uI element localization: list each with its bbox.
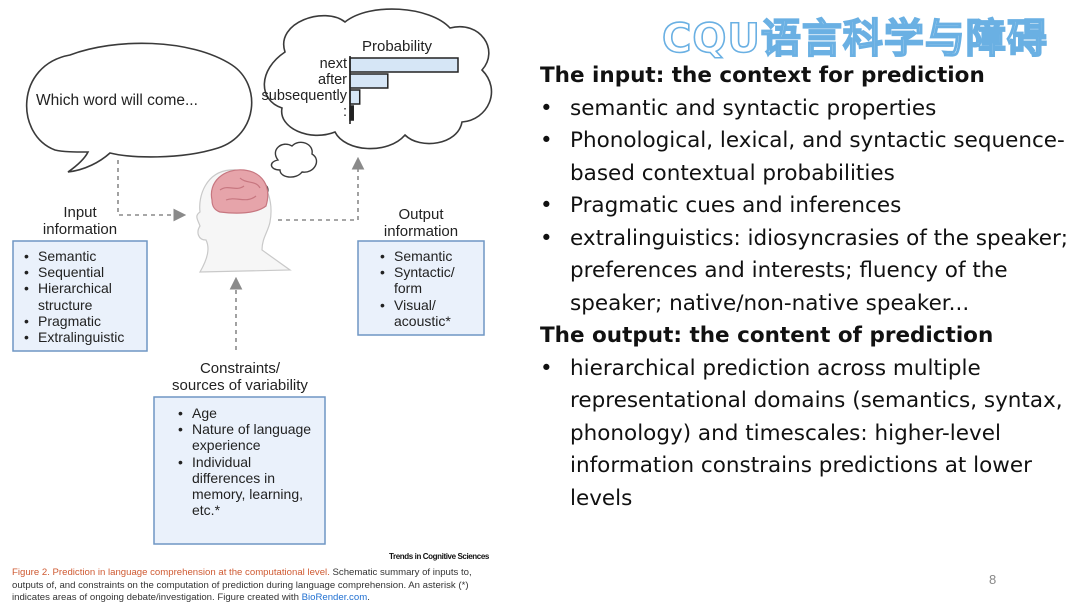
- thought-puff-large: [270, 141, 318, 178]
- probability-bar: [349, 89, 361, 105]
- flow-arrows: [117, 156, 365, 350]
- figure-caption: Figure 2. Prediction in language compreh…: [12, 567, 492, 605]
- input-list: SemanticSequentialHierarchical structure…: [22, 248, 146, 345]
- input-title: Input information: [42, 204, 118, 238]
- input-points: semantic and syntactic propertiesPhonolo…: [540, 93, 1070, 321]
- probability-bar: [349, 73, 389, 89]
- probability-label: Probability: [362, 38, 433, 55]
- constraint-item: Age: [176, 405, 314, 421]
- output-heading: The output: the content of prediction: [540, 323, 994, 348]
- input-item: Semantic: [22, 248, 146, 264]
- input-item: Hierarchical structure: [22, 280, 146, 312]
- input-point-item: extralinguistics: idiosyncrasies of the …: [540, 223, 1070, 321]
- caption-body: Schematic summary of inputs to, outputs …: [12, 567, 472, 604]
- output-item: Semantic: [378, 248, 482, 264]
- right-text-panel: The input: the context for prediction se…: [540, 60, 1070, 515]
- input-point-item: Phonological, lexical, and syntactic seq…: [540, 125, 1070, 190]
- head-illustration: [196, 169, 292, 273]
- input-item: Pragmatic: [22, 313, 146, 329]
- caption-end: .: [367, 592, 370, 604]
- journal-name: Trends in Cognitive Sciences: [389, 552, 489, 561]
- constraint-item: Individual differences in memory, learni…: [176, 454, 314, 519]
- output-item: Syntactic/ form: [378, 264, 482, 296]
- input-item: Extralinguistic: [22, 329, 146, 345]
- output-title: Output information: [383, 206, 459, 240]
- caption-title: Figure 2. Prediction in language compreh…: [12, 567, 330, 578]
- constraint-item: Nature of language experience: [176, 421, 314, 453]
- watermark-logo: CQU语言科学与障碍: [661, 15, 1048, 63]
- speech-bubble-text: Which word will come...: [36, 92, 198, 109]
- input-point-item: Pragmatic cues and inferences: [540, 190, 1070, 223]
- caption-link[interactable]: BioRender.com: [301, 592, 368, 604]
- bar-label: :: [342, 104, 347, 120]
- output-points: hierarchical prediction across multiple …: [540, 353, 1070, 516]
- bar-label: subsequently: [261, 88, 347, 104]
- bar-label: after: [317, 72, 347, 88]
- brain-illustration: [210, 169, 269, 214]
- input-point-item: semantic and syntactic properties: [540, 93, 1070, 126]
- constraints-title: Constraints/ sources of variability: [172, 360, 308, 394]
- bar-label: next: [319, 56, 347, 72]
- input-heading: The input: the context for prediction: [540, 63, 985, 88]
- output-point-item: hierarchical prediction across multiple …: [540, 353, 1070, 516]
- page-number: 8: [989, 572, 997, 587]
- speech-bubble: [25, 42, 253, 173]
- input-item: Sequential: [22, 264, 146, 280]
- output-item: Visual/ acoustic*: [378, 297, 482, 329]
- output-list: SemanticSyntactic/ formVisual/ acoustic*: [378, 248, 482, 329]
- constraints-list: AgeNature of language experienceIndividu…: [176, 405, 314, 518]
- probability-bar: [349, 57, 459, 73]
